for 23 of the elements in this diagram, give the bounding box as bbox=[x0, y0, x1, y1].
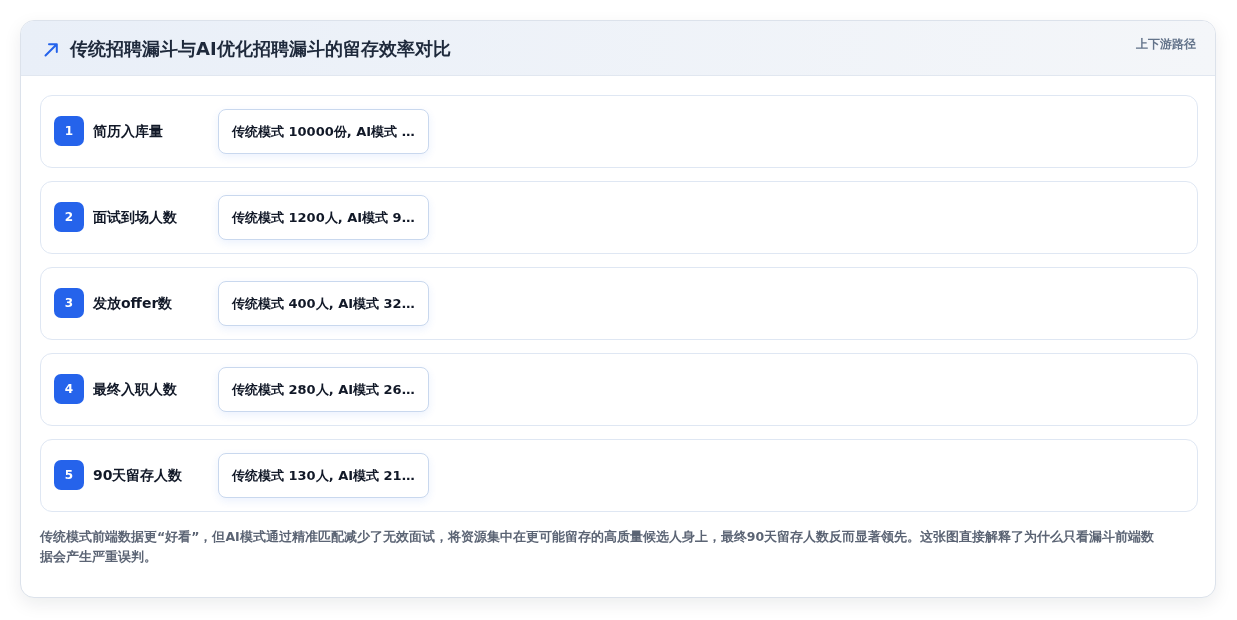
stage-row bbox=[40, 181, 1198, 254]
value-panel: 传统模式 130人, AI模式 21… bbox=[218, 453, 429, 498]
stage-name: 发放offer数 bbox=[93, 294, 173, 313]
caption-text: 传统模式前端数据更“好看”，但AI模式通过精准匹配减少了无效面试，将资源集中在更可能留存的高质量候选人身上，最终90天留存人数反而显著领先。这张图直接解释了为什么只看漏斗前端数据会产生严重误判。 bbox=[40, 528, 1155, 566]
step-number: 1 bbox=[54, 116, 84, 146]
step-number: 2 bbox=[54, 202, 84, 232]
stage-name: 90天留存人数 bbox=[93, 466, 183, 485]
step-number: 4 bbox=[54, 374, 84, 404]
value-panel: 传统模式 280人, AI模式 26… bbox=[218, 367, 429, 412]
value-panel: 传统模式 1200人, AI模式 9… bbox=[218, 195, 429, 240]
stage-name: 简历入库量 bbox=[93, 122, 163, 141]
chart-title: 传统招聘漏斗与AI优化招聘漏斗的留存效率对比 bbox=[70, 37, 451, 61]
stage-row bbox=[40, 439, 1198, 512]
stage-row bbox=[40, 95, 1198, 168]
step-number: 3 bbox=[54, 288, 84, 318]
stage-row bbox=[40, 267, 1198, 340]
stage-name: 最终入职人数 bbox=[93, 380, 177, 399]
header-note: 上下游路径 bbox=[1136, 36, 1196, 52]
stage-row bbox=[40, 353, 1198, 426]
step-number: 5 bbox=[54, 460, 84, 490]
stage-name: 面试到场人数 bbox=[93, 208, 177, 227]
value-panel: 传统模式 400人, AI模式 32… bbox=[218, 281, 429, 326]
value-panel: 传统模式 10000份, AI模式 … bbox=[218, 109, 429, 154]
